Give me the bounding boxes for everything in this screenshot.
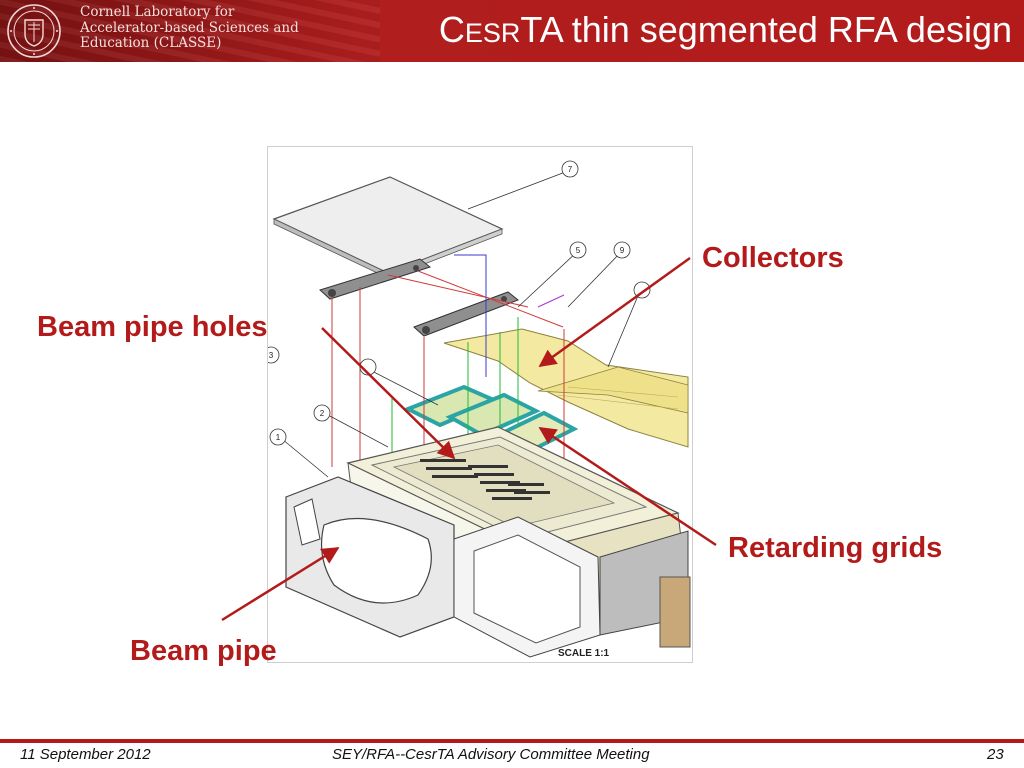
slide-header: Cornell Laboratory for Accelerator-based…: [0, 0, 1024, 62]
title-cap: C: [438, 9, 465, 50]
beam-pipe-holes-label: Beam pipe holes: [37, 311, 268, 343]
drawing-scale-label: SCALE 1:1: [558, 648, 610, 659]
footer-date: 11 September 2012: [20, 746, 151, 763]
part-number-label: 5: [576, 246, 581, 255]
retarding-grids-arrow: [538, 426, 717, 547]
cornell-seal-logo: [7, 4, 61, 58]
part-number-label: 2: [320, 409, 325, 418]
rfa-exploded-drawing: 7 5 9 3 2 1 SCALE 1:1: [267, 146, 693, 663]
beam-pipe-aperture: [320, 517, 432, 604]
org-name: Cornell Laboratory for Accelerator-based…: [80, 4, 299, 52]
collectors-label: Collectors: [702, 242, 844, 274]
part-number-bubble: [268, 346, 280, 364]
part-number-label: 7: [568, 165, 573, 174]
bracket-right: [413, 291, 519, 337]
footer-meeting: SEY/RFA--CesrTA Advisory Committee Meeti…: [332, 746, 650, 763]
part-number-label: 3: [269, 351, 274, 360]
retarding-grids-label: Retarding grids: [728, 532, 943, 564]
part-number-bubble: [269, 428, 287, 446]
org-name-line: Education (CLASSE): [80, 35, 222, 51]
part-number-bubble: [613, 241, 631, 259]
beam-pipe-hole-array: [420, 459, 550, 500]
slide-title: CESRTA thin segmented RFA design: [439, 8, 1012, 55]
org-name-line: Cornell Laboratory for: [80, 4, 235, 20]
bracket-left: [319, 258, 432, 300]
header-texture: [0, 0, 380, 62]
part-number-label: 1: [276, 433, 281, 442]
beam-pipe-arrow: [221, 546, 340, 622]
footer-divider: [0, 739, 1024, 743]
beam-pipe-holes-arrow: [321, 327, 456, 460]
title-rest: TA thin segmented RFA design: [520, 9, 1012, 50]
collectors-arrow: [538, 256, 691, 368]
org-name-line: Accelerator-based Sciences and: [80, 19, 299, 36]
footer-page-number: 23: [987, 746, 1004, 763]
part-number-label: 9: [620, 246, 625, 255]
part-number-bubble: [569, 241, 587, 259]
title-smallcaps: ESR: [464, 18, 521, 48]
beam-pipe-label: Beam pipe: [130, 635, 277, 667]
drawing-svg: 7 5 9 3 2 1 SCALE 1:1: [268, 160, 691, 659]
part-number-bubble: [561, 160, 579, 178]
part-number-bubble: [313, 404, 331, 422]
